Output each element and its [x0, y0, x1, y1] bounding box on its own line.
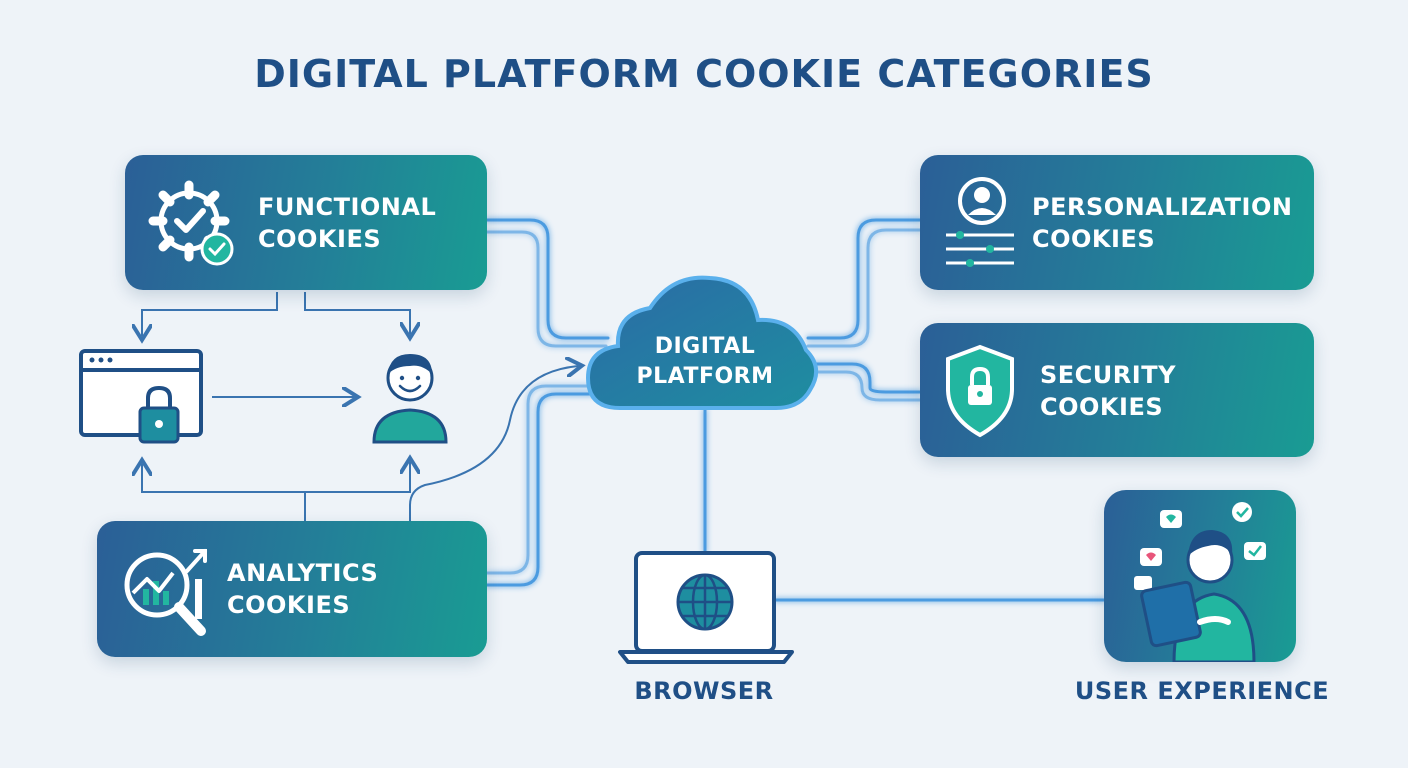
card-analytics-cookies[interactable]: ANALYTICS COOKIES — [97, 521, 487, 657]
connector-functional — [485, 218, 610, 340]
user-sliders-icon — [946, 177, 1014, 267]
person-tablet-icon — [1134, 502, 1266, 662]
card-personalization-cookies[interactable]: PERSONALIZATION COOKIES — [920, 155, 1314, 290]
card-functional-cookies[interactable]: FUNCTIONAL COOKIES — [125, 155, 487, 290]
card-personalization-line1: PERSONALIZATION — [1032, 193, 1293, 221]
arrow-analytics-to-cloud — [409, 366, 578, 521]
card-analytics-line1: ANALYTICS — [227, 559, 379, 587]
gear-check-icon — [148, 180, 234, 266]
browser-lock-icon — [79, 349, 203, 444]
browser-caption: BROWSER — [634, 677, 774, 705]
cloud-label: DIGITAL PLATFORM — [610, 332, 800, 392]
connector-analytics-2 — [485, 384, 598, 575]
connector-analytics — [485, 392, 602, 587]
cloud-icon[interactable] — [580, 268, 830, 428]
page-title: DIGITAL PLATFORM COOKIE CATEGORIES — [254, 52, 1154, 96]
connector-personalization — [806, 218, 922, 340]
connector-functional-2 — [485, 230, 608, 348]
connector-personalization-2 — [806, 228, 922, 348]
card-security-line1: SECURITY — [1040, 361, 1176, 389]
shield-lock-icon — [946, 344, 1014, 438]
connector-security-2 — [810, 370, 922, 402]
card-security-label: SECURITY COOKIES — [1040, 359, 1176, 423]
arrow-functional-to-user — [304, 292, 410, 334]
card-analytics-line2: COOKIES — [227, 591, 351, 619]
card-analytics-label: ANALYTICS COOKIES — [227, 557, 378, 621]
cloud-label-line1: DIGITAL — [654, 334, 756, 359]
arrow-analytics-to-lock — [142, 464, 306, 521]
connector-security — [810, 362, 922, 394]
card-personalization-label: PERSONALIZATION COOKIES — [1032, 191, 1292, 255]
cloud-label-line2: PLATFORM — [636, 364, 774, 389]
user-experience-card[interactable] — [1104, 490, 1296, 662]
card-personalization-line2: COOKIES — [1032, 225, 1156, 253]
card-functional-line2: COOKIES — [258, 225, 382, 253]
card-functional-label: FUNCTIONAL COOKIES — [258, 191, 436, 255]
laptop-globe-icon[interactable] — [618, 550, 798, 670]
card-functional-line1: FUNCTIONAL — [258, 193, 437, 221]
card-security-cookies[interactable]: SECURITY COOKIES — [920, 323, 1314, 457]
magnifier-chart-icon — [124, 549, 207, 636]
arrow-analytics-to-user — [305, 462, 410, 493]
arrow-functional-to-lock — [142, 292, 278, 336]
card-security-line2: COOKIES — [1040, 393, 1164, 421]
user-avatar-icon — [372, 354, 448, 444]
user-experience-caption: USER EXPERIENCE — [1074, 677, 1330, 705]
